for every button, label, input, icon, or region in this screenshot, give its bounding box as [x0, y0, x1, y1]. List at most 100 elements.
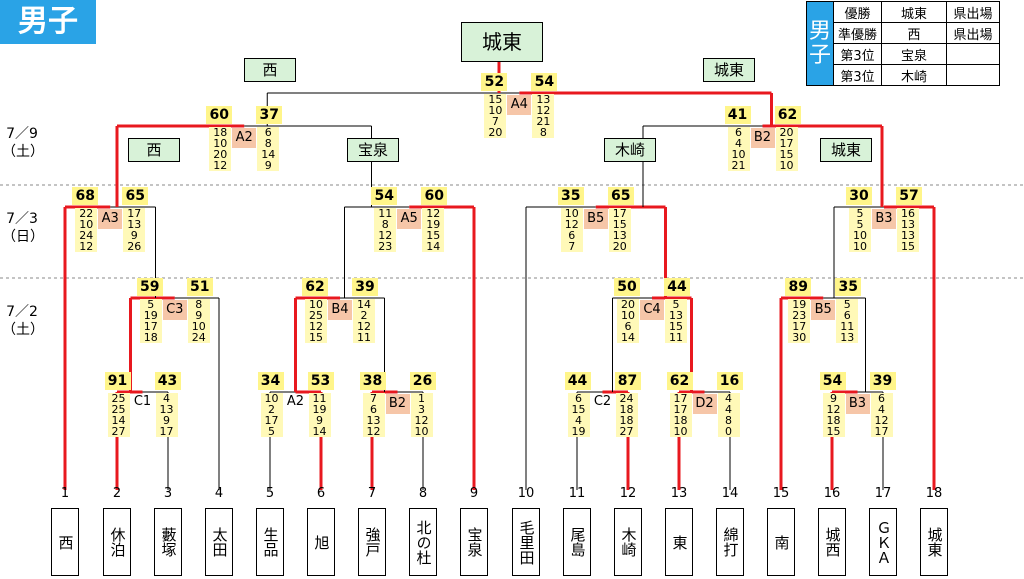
- set-score: 17: [143, 320, 158, 333]
- winner-label-sf-left: 西: [244, 58, 296, 82]
- day-text: （日）: [2, 229, 44, 245]
- legend-rank: 第3位: [832, 64, 883, 86]
- set-score: 1: [418, 392, 425, 405]
- set-score: 10: [621, 309, 635, 322]
- match-id: C2: [590, 394, 615, 410]
- team-box: 尾島: [563, 508, 591, 576]
- set-score: 15: [571, 403, 586, 416]
- set-score: 11: [312, 392, 327, 405]
- set-score: 12: [826, 403, 841, 416]
- set-score: 9: [830, 392, 837, 405]
- match-id: C3: [162, 300, 187, 320]
- team-name: ＧＫＡ: [874, 519, 893, 565]
- match-id: A2: [283, 394, 308, 410]
- set-score: 7: [491, 115, 499, 128]
- set-score: 2: [360, 309, 368, 322]
- set-score: 14: [111, 414, 126, 427]
- set-score: 2: [268, 403, 275, 416]
- set-score: 10: [414, 425, 429, 438]
- left-total: 30: [846, 187, 872, 205]
- set-score: 25: [309, 309, 323, 322]
- set-score: 10: [673, 425, 688, 438]
- set-score: 12: [564, 218, 579, 231]
- match-id: A4: [507, 95, 532, 115]
- set-score: 6: [843, 309, 851, 322]
- left-total: 62: [666, 372, 693, 390]
- set-score: 11: [669, 331, 683, 344]
- set-score: 9: [264, 159, 272, 172]
- seed-number: 12: [619, 486, 637, 501]
- set-score: 6: [568, 229, 576, 242]
- set-score: 10: [779, 159, 794, 172]
- set-score: 10: [191, 320, 206, 333]
- set-score: 6: [624, 320, 632, 333]
- set-score: 10: [213, 137, 228, 150]
- seed-number: 2: [112, 486, 122, 501]
- set-score: 14: [261, 148, 276, 161]
- set-score: 19: [312, 403, 327, 416]
- set-score: 12: [378, 229, 393, 242]
- left-total: 44: [564, 372, 591, 390]
- team-box: 休泊: [103, 508, 131, 576]
- set-score: 13: [901, 218, 915, 231]
- set-score: 12: [213, 159, 228, 172]
- team-box: 藪塚: [154, 508, 182, 576]
- date-label: 7／3 （日）: [2, 210, 44, 246]
- set-score: 24: [191, 331, 206, 344]
- set-score: 17: [264, 414, 279, 427]
- right-total: 16: [716, 372, 743, 390]
- match-id: B3: [845, 394, 870, 414]
- set-score: 10: [564, 207, 579, 220]
- left-total: 38: [359, 372, 386, 390]
- set-score: 20: [621, 298, 635, 311]
- set-score: 5: [856, 207, 864, 220]
- legend-gender: 男子: [806, 1, 834, 86]
- legend-note: 県出場: [946, 22, 1001, 44]
- set-score: 10: [79, 218, 94, 231]
- set-score: 17: [159, 425, 174, 438]
- right-total: 44: [664, 278, 690, 296]
- match-id: B3: [872, 209, 896, 229]
- team-name: 木崎: [619, 527, 638, 557]
- set-score: 18: [673, 414, 688, 427]
- match-id: B4: [328, 300, 352, 320]
- set-score: 5: [147, 298, 155, 311]
- set-score: 12: [309, 320, 323, 333]
- set-score: 17: [673, 403, 688, 416]
- seed-number: 16: [823, 486, 841, 501]
- seed-number: 13: [670, 486, 688, 501]
- legend-rank: 第3位: [832, 43, 883, 65]
- seed-number: 7: [367, 486, 377, 501]
- set-score: 22: [79, 207, 94, 220]
- set-score: 20: [779, 126, 794, 139]
- set-score: 4: [725, 392, 732, 405]
- set-score: 15: [779, 148, 794, 161]
- date-text: 7／2: [6, 304, 38, 320]
- set-score: 17: [792, 320, 807, 333]
- team-name: 藪塚: [159, 527, 178, 557]
- legend-note: 県出場: [946, 1, 1001, 23]
- team-box: 宝泉: [460, 508, 488, 576]
- set-score: 15: [901, 240, 915, 253]
- set-score: 14: [357, 298, 371, 311]
- set-score: 17: [673, 392, 688, 405]
- match-id: D2: [692, 394, 717, 414]
- legend-team: 西: [881, 22, 948, 44]
- set-score: 15: [488, 93, 503, 106]
- set-score: 14: [426, 240, 441, 253]
- left-total: 89: [785, 278, 812, 296]
- set-score: 17: [127, 207, 142, 220]
- team-box: 西: [51, 508, 79, 576]
- set-score: 15: [612, 218, 627, 231]
- set-score: 19: [426, 218, 441, 231]
